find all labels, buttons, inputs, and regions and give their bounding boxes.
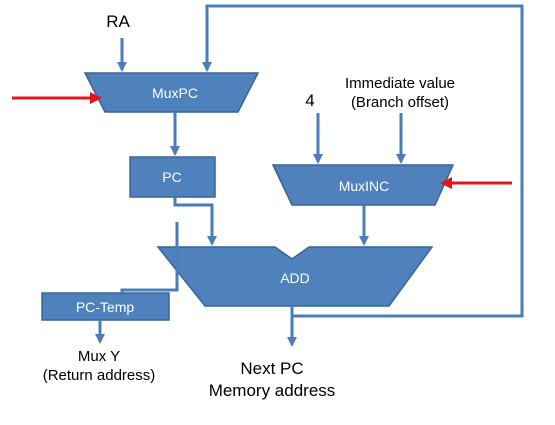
next-pc-label-line1: Next PC: [240, 359, 303, 378]
muxinc-label: MuxINC: [339, 178, 390, 194]
four-label: 4: [305, 91, 314, 110]
muxpc-label: MuxPC: [152, 85, 198, 101]
muxinc-block: [271, 164, 455, 206]
mux-y-label-line1: Mux Y: [78, 348, 120, 365]
mux-y-label-line2: (Return address): [43, 367, 156, 384]
pc-register: [129, 156, 216, 198]
immediate-label-line2: (Branch offset): [351, 94, 449, 111]
next-pc-label-line2: Memory address: [209, 381, 336, 400]
feedback-wire: [202, 4, 524, 318]
add-label: ADD: [280, 270, 310, 286]
ra-label: RA: [106, 12, 130, 31]
pc-to-add-wire: [173, 197, 217, 246]
add-block: [156, 246, 434, 307]
immediate-label-line1: Immediate value: [345, 75, 455, 92]
pc-temp-register: [41, 292, 170, 321]
pc-label: PC: [162, 169, 181, 185]
pc-to-pctemp-wire: [120, 222, 179, 293]
pc-temp-label: PC-Temp: [76, 299, 135, 315]
